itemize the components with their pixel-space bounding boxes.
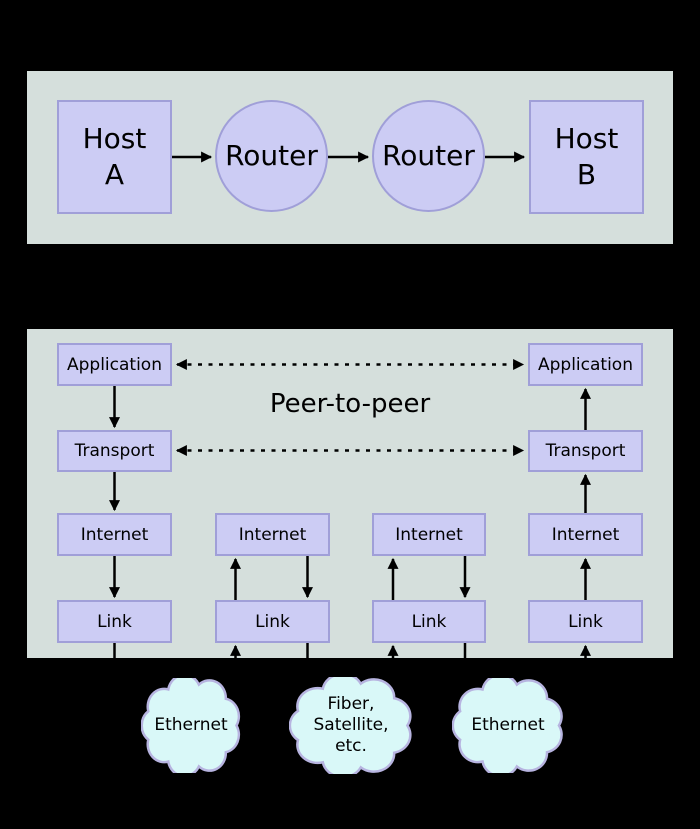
- host-a-transport-box: Transport: [57, 430, 172, 472]
- host-a-link-box: Link: [57, 600, 172, 643]
- router-2-link-box: Link: [372, 600, 486, 643]
- router-1-internet-box: Internet: [215, 513, 330, 556]
- router-1-node: Router: [215, 100, 328, 212]
- router-2-internet-box: Internet: [372, 513, 486, 556]
- host-b-internet-box: Internet: [528, 513, 643, 556]
- host-a-application-box: Application: [57, 343, 172, 386]
- host-b-link-box: Link: [528, 600, 643, 643]
- router-2-node: Router: [372, 100, 485, 212]
- fiber-satellite-cloud-label: Fiber, Satellite, etc.: [313, 694, 389, 756]
- fiber-satellite-cloud: [289, 677, 413, 774]
- ethernet-cloud-1: [141, 678, 241, 773]
- host-b-transport-box: Transport: [528, 430, 643, 472]
- host-a-internet-box: Internet: [57, 513, 172, 556]
- peer-to-peer-label: Peer-to-peer: [269, 389, 431, 419]
- ethernet-cloud-2-label: Ethernet: [471, 715, 545, 736]
- host-a-node: Host A: [57, 100, 172, 214]
- host-b-node: Host B: [529, 100, 644, 214]
- router-1-link-box: Link: [215, 600, 330, 643]
- ethernet-cloud-1-label: Ethernet: [154, 715, 228, 736]
- ethernet-cloud-2: [452, 678, 564, 773]
- host-b-application-box: Application: [528, 343, 643, 386]
